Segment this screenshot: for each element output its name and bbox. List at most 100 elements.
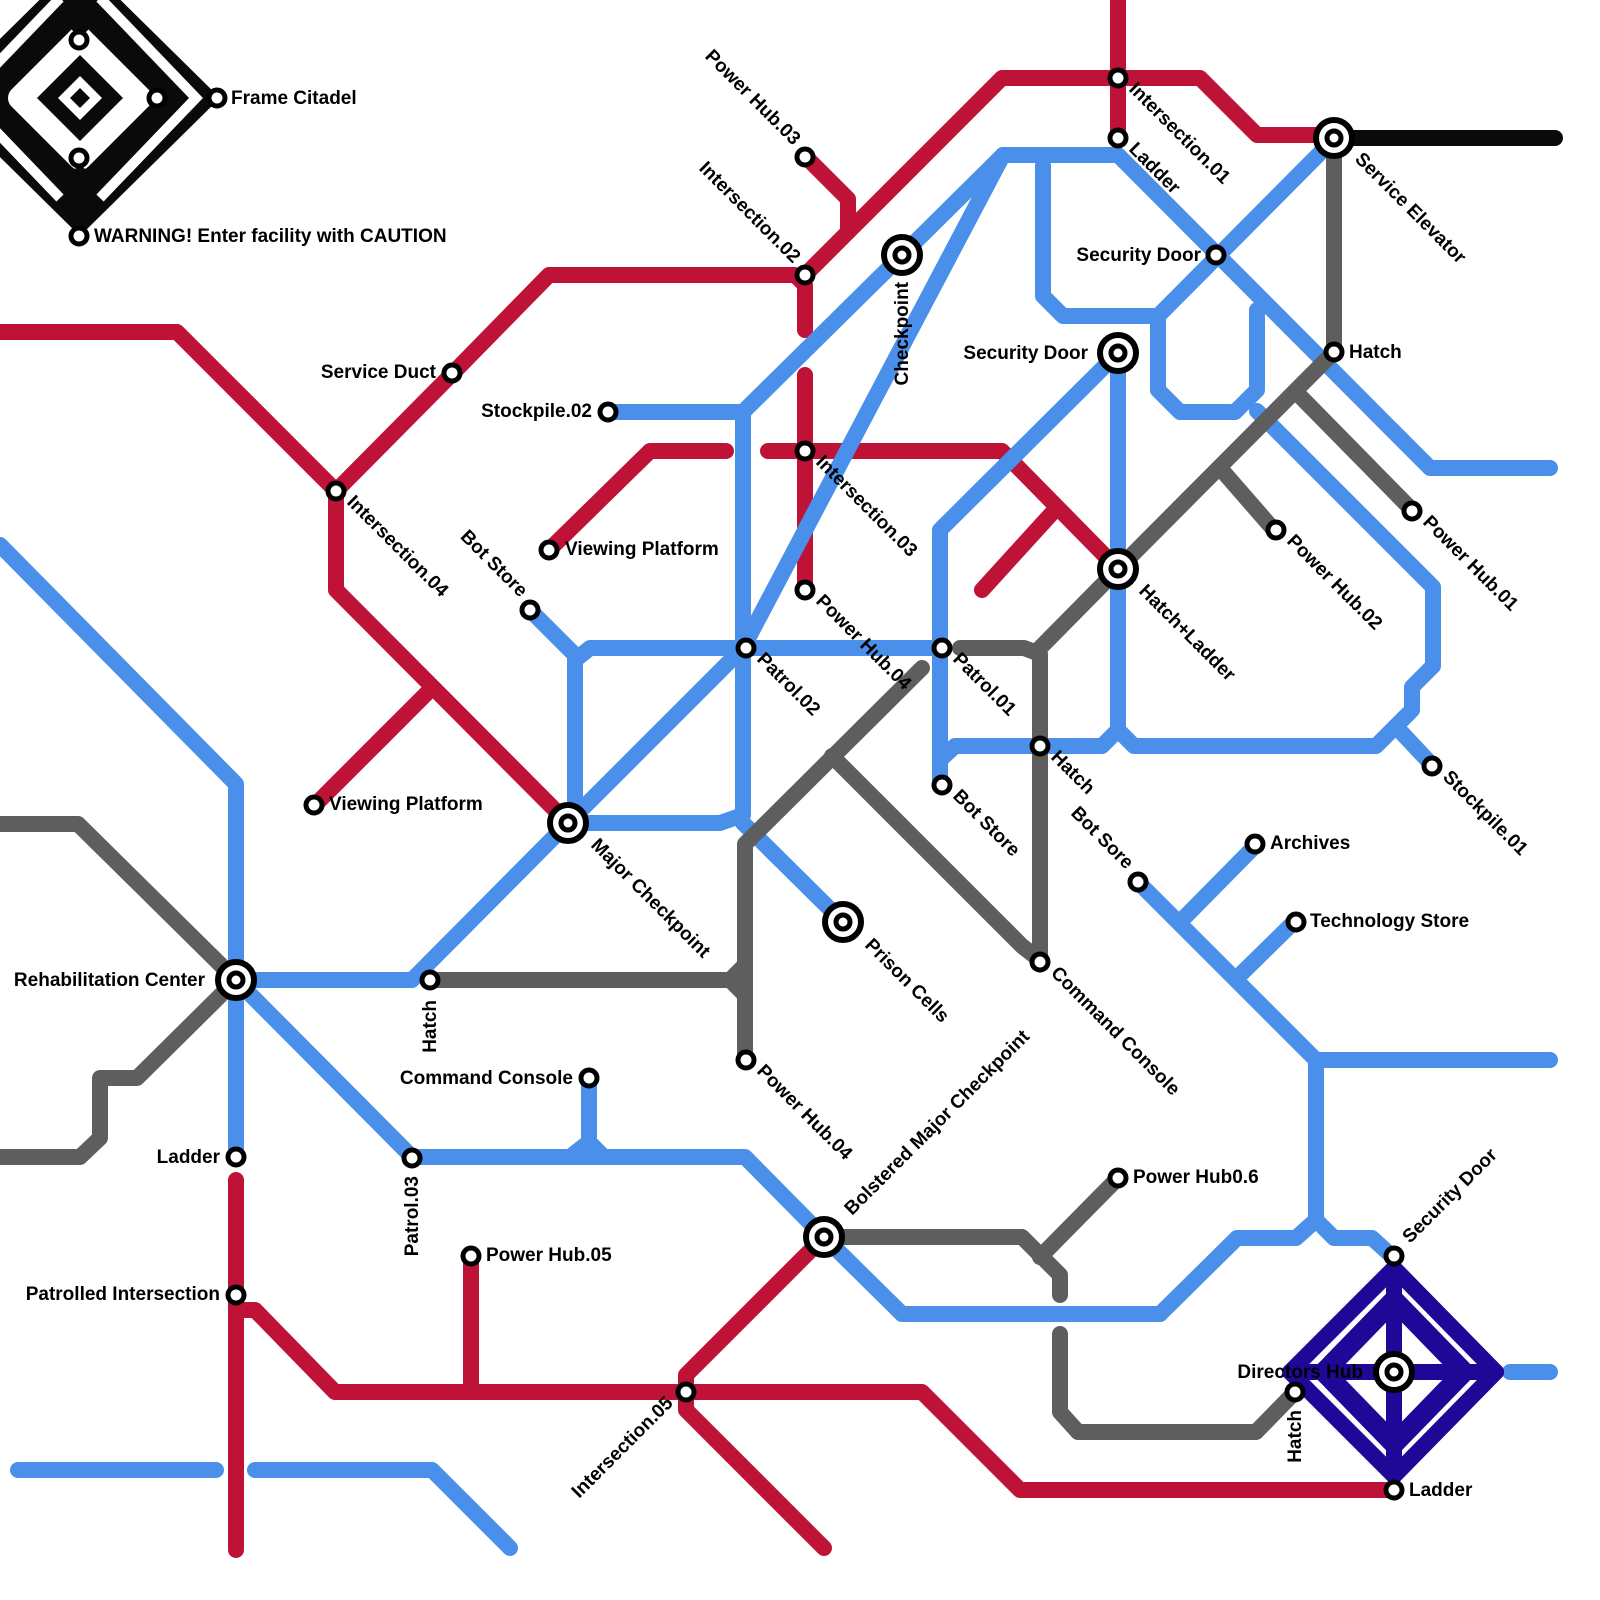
station-patrol-01[interactable] xyxy=(931,637,953,659)
blue-line-segment xyxy=(1172,838,1263,930)
label-bot-sore: Bot Sore xyxy=(1066,803,1137,874)
label-service-duct: Service Duct xyxy=(321,362,437,383)
station-warning[interactable] xyxy=(68,225,90,247)
red-line-segment xyxy=(228,1302,1402,1498)
station-frame-citadel-inner[interactable] xyxy=(146,87,168,109)
blue-line-segment xyxy=(932,345,1126,768)
station-power-hub-02[interactable] xyxy=(1265,519,1287,541)
label-stockpile-02: Stockpile.02 xyxy=(481,401,592,422)
station-security-door-1[interactable] xyxy=(1205,244,1227,266)
station-bot-sore[interactable] xyxy=(1127,871,1149,893)
red-line-segment xyxy=(328,483,576,831)
label-checkpoint: Checkpoint xyxy=(892,281,913,385)
station-ladder-bottom[interactable] xyxy=(1383,1479,1405,1501)
red-line-segment xyxy=(798,149,856,240)
station-intersection-04[interactable] xyxy=(325,480,347,502)
station-patrol-03[interactable] xyxy=(401,1147,423,1169)
frame-citadel-emblem xyxy=(0,0,220,236)
station-service-duct[interactable] xyxy=(441,362,463,384)
station-hatch-ne[interactable] xyxy=(1323,341,1345,363)
station-archives[interactable] xyxy=(1244,833,1266,855)
interchange-hatch-ladder[interactable] xyxy=(1097,548,1139,590)
blue-line-segment xyxy=(228,147,1558,988)
label-archives: Archives xyxy=(1270,833,1350,854)
blue-line-segment xyxy=(522,602,583,663)
station-patrolled-intersection[interactable] xyxy=(225,1284,247,1306)
blue-line-segment xyxy=(1308,1212,1402,1266)
interchange-security-door-2[interactable] xyxy=(1097,332,1139,374)
station-power-hub-05[interactable] xyxy=(460,1245,482,1267)
station-intersection-01[interactable] xyxy=(1107,67,1129,89)
label-patrol-01: Patrol.01 xyxy=(948,649,1020,721)
station-power-hub-06[interactable] xyxy=(1107,1167,1129,1189)
blue-line-segment xyxy=(247,1462,518,1556)
interchange-directors-hub[interactable] xyxy=(1373,1351,1415,1393)
station-stockpile-02[interactable] xyxy=(597,401,619,423)
gray-line-segment xyxy=(1032,130,1342,656)
station-bot-store-1[interactable] xyxy=(519,599,541,621)
label-hatch-mid: Hatch xyxy=(1046,747,1098,799)
station-technology-store[interactable] xyxy=(1285,911,1307,933)
interchange-checkpoint[interactable] xyxy=(881,234,923,276)
interchange-service-elevator[interactable] xyxy=(1313,117,1355,159)
label-ladder-left: Ladder xyxy=(157,1147,221,1168)
gray-line-segment xyxy=(737,660,930,988)
station-viewing-platform-1[interactable] xyxy=(538,539,560,561)
station-command-console-2[interactable] xyxy=(1029,951,1051,973)
station-intersection-05[interactable] xyxy=(675,1381,697,1403)
station-frame-citadel[interactable] xyxy=(206,87,228,109)
red-line-segment xyxy=(0,324,344,499)
interchange-major-checkpoint[interactable] xyxy=(547,802,589,844)
station-security-door-3[interactable] xyxy=(1383,1245,1405,1267)
label-security-door-1: Security Door xyxy=(1076,245,1201,266)
gray-line-segment xyxy=(722,972,753,1003)
blue-line xyxy=(0,130,1558,1556)
label-power-hub-03: Power Hub.03 xyxy=(701,46,805,150)
station-intersection-03[interactable] xyxy=(794,440,816,462)
station-power-hub-01[interactable] xyxy=(1401,500,1423,522)
station-command-console-1[interactable] xyxy=(578,1067,600,1089)
gray-line xyxy=(0,130,1420,1440)
red-line-segment xyxy=(797,70,1343,283)
label-viewing-platform-2: Viewing Platform xyxy=(329,794,483,815)
interchange-prison-cells[interactable] xyxy=(822,901,864,943)
blue-line-segment xyxy=(735,247,910,420)
label-service-elevator: Service Elevator xyxy=(1350,149,1470,269)
station-citadel-top[interactable] xyxy=(68,29,90,51)
station-hatch-left[interactable] xyxy=(419,969,441,991)
label-hatch-ne: Hatch xyxy=(1349,342,1402,363)
station-hatch-mid[interactable] xyxy=(1029,735,1051,757)
label-bolstered: Bolstered Major Checkpoint xyxy=(841,1026,1035,1220)
blue-line-segment xyxy=(1232,912,1304,983)
station-power-hub-03[interactable] xyxy=(794,146,816,168)
station-viewing-platform-2[interactable] xyxy=(303,794,325,816)
station-ladder-left[interactable] xyxy=(225,1146,247,1168)
label-command-console-2: Command Console xyxy=(1046,963,1183,1100)
station-power-hub-04a[interactable] xyxy=(794,579,816,601)
station-hatch-bottom[interactable] xyxy=(1284,1381,1306,1403)
label-bot-store-2: Bot Store xyxy=(948,786,1023,861)
label-patrol-02: Patrol.02 xyxy=(752,649,824,721)
blue-line-segment xyxy=(932,345,1126,656)
gray-line-segment xyxy=(1212,460,1282,538)
station-stockpile-01[interactable] xyxy=(1421,755,1443,777)
gray-line-segment xyxy=(1288,384,1420,518)
red-line-segment xyxy=(306,680,440,814)
label-patrol-03: Patrol.03 xyxy=(402,1176,423,1256)
blue-line-segment xyxy=(0,537,244,1165)
station-power-hub-04b[interactable] xyxy=(735,1049,757,1071)
gray-line-segment xyxy=(1052,1326,1303,1440)
red-line-segment xyxy=(541,443,734,558)
station-citadel-bottom[interactable] xyxy=(68,147,90,169)
station-bot-store-2[interactable] xyxy=(931,774,953,796)
station-intersection-02[interactable] xyxy=(794,264,816,286)
station-ladder-top[interactable] xyxy=(1107,127,1129,149)
station-patrol-02[interactable] xyxy=(735,637,757,659)
label-hatch-ladder: Hatch+Ladder xyxy=(1134,581,1239,686)
interchange-bolstered[interactable] xyxy=(803,1216,845,1258)
interchange-rehabilitation-center[interactable] xyxy=(215,959,257,1001)
label-viewing-platform-1: Viewing Platform xyxy=(565,539,719,560)
label-warning: WARNING! Enter facility with CAUTION xyxy=(94,226,447,247)
blue-line-segment xyxy=(1150,302,1265,420)
